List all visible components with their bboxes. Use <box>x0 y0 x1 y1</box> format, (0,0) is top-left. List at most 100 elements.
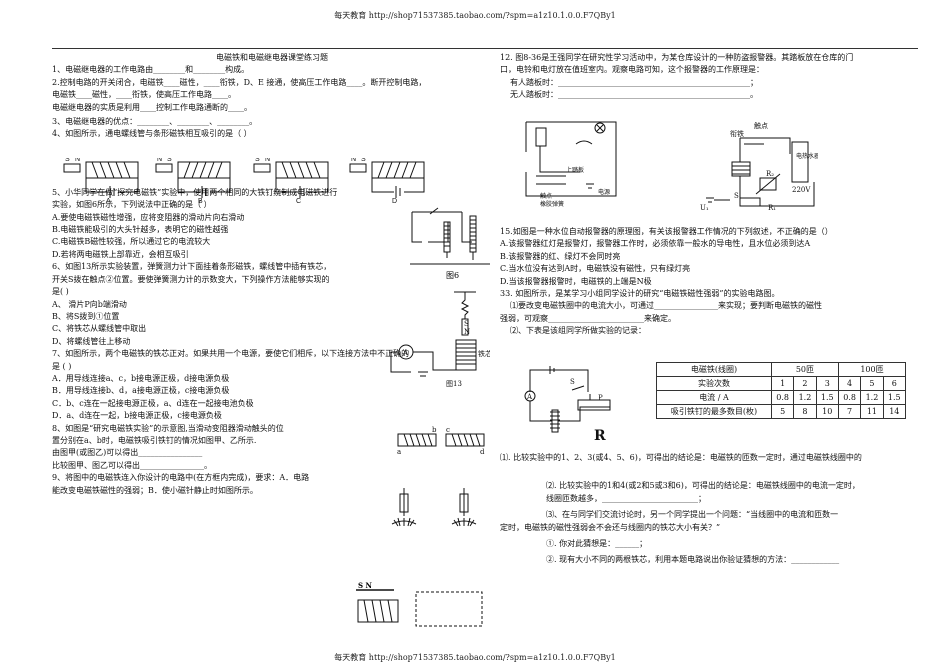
q7-b: B．用导线连接b、d，a接电源正极，c接电源负极 <box>52 386 230 396</box>
table-cell: 1.2 <box>860 390 884 405</box>
table-cell: 100匝 <box>837 362 907 377</box>
header-rule <box>52 48 918 49</box>
q12-line4: 无人踏板时：__________________________________… <box>510 90 758 100</box>
q33-s: S <box>570 378 575 386</box>
table-cell: 实验次数 <box>656 376 772 391</box>
svg-text:S: S <box>464 320 469 328</box>
q15-stem: 15.如图是一种水位自动报警器的原理图，有关该报警器工作情况的下列叙述，不正确的… <box>500 227 833 236</box>
table-cell: 6 <box>882 376 907 391</box>
q12-line3: 有人踏板时：__________________________________… <box>510 77 758 87</box>
table-cell: 3 <box>815 376 839 391</box>
table-cell: 14 <box>882 404 907 419</box>
svg-text:A: A <box>402 349 409 357</box>
q33-circuit-figure: A S P R <box>524 366 611 444</box>
table-cell: 5 <box>860 376 884 391</box>
table-cell: 1 <box>770 376 795 391</box>
left-column: 电磁铁和电磁继电器课堂练习题 1、电磁继电器的工作电路由________和___… <box>52 52 492 497</box>
relay-voltage: 220V <box>792 186 811 194</box>
q7-c: C．b、c连在一起接电源正极，a、d连在一起接电池负极 <box>52 398 254 408</box>
relay-s: S <box>734 192 739 200</box>
relay-armature: 衔铁 <box>730 129 744 138</box>
svg-text:S: S <box>361 158 366 163</box>
table-cell: 电磁铁(线圈) <box>656 362 772 377</box>
svg-text:S: S <box>65 158 70 163</box>
q15-a: A.该报警器红灯是报警灯，报警器工作时，必须依靠一般水的导电性，且水位必须到达A <box>500 239 811 249</box>
q8-line2: 置分别在a、b时，电磁铁吸引铁钉的情况如图甲、乙所示. <box>52 435 257 445</box>
svg-text:A: A <box>526 393 533 401</box>
table-cell: 吸引铁钉的最多数目(枚) <box>656 404 772 419</box>
q33-stem: 33. 如图所示，是某学习小组同学设计的研究“电磁铁磁性强弱”的实验电路图。 <box>500 289 780 299</box>
fig6-electromagnets: 图6 <box>410 207 490 280</box>
q33-guess: ①. 你对此猜想是：______； <box>546 539 648 549</box>
table-row: 吸引铁钉的最多数目(枚) 5 8 10 7 11 14 <box>656 404 907 419</box>
q7-line2: 是 ( ) <box>52 361 72 371</box>
q33-data-table: 电磁铁(线圈) 50匝 100匝 实验次数 1 2 3 4 5 6 电流 / A… <box>656 362 907 419</box>
q15-relay-figure: 触点 衔铁 电热水器 220V R₂ R₁ S U₁ <box>700 121 818 212</box>
table-cell: 5 <box>770 404 795 419</box>
q33-method: ②. 现有大小不同的两根铁芯，利用本题电路说出你验证猜想的方法：________… <box>546 555 840 565</box>
q8-line4: 比较图甲、图乙可以得出________________。 <box>52 460 212 470</box>
right-column-mid: 15.如图是一种水位自动报警器的原理图，有关该报警器工作情况的下列叙述，不正确的… <box>500 226 918 338</box>
q33-part1-line2: 强弱，可观察________________________来确定。 <box>500 313 676 323</box>
q33-part3-line1: ⑶、在与同学们交流讨论时，另一个同学提出一个问题：“当线圈中的电流和匝数一 <box>546 510 839 520</box>
q33-part3-line2: 定时，电磁铁的磁性强弱会不会还与线圈内的铁芯大小有关？” <box>500 522 721 532</box>
table-cell: 50匝 <box>770 362 839 377</box>
fig13-core-label: 铁芯 <box>478 349 490 358</box>
q8-line1: 8、如图是“研究电磁铁实验”的示意图,当滑动变阻器滑动触头的位 <box>52 423 284 433</box>
q33-r: R <box>594 428 606 444</box>
table-cell: 0.8 <box>770 390 795 405</box>
q6-line2: 开关S拨在触点②位置。要使弹簧测力计的示数变大，下列操作方法能够实现的 <box>52 274 330 284</box>
q5-a: A.要使电磁铁磁性增强，应将变阻器的滑动片向右滑动 <box>52 212 245 222</box>
table-row: 电磁铁(线圈) 50匝 100匝 <box>656 362 907 377</box>
table-row: 实验次数 1 2 3 4 5 6 <box>656 376 907 391</box>
table-cell: 7 <box>837 404 862 419</box>
pedal-label-upper: 上踏板 <box>566 166 584 174</box>
page-footer: 每天教育 http://shop71537385.taobao.com/?spm… <box>334 653 616 662</box>
relay-contact: 触点 <box>754 121 768 130</box>
q2-line3: 电磁继电器的实质是利用____控制工作电路通断的____。 <box>52 102 252 112</box>
q6-line1: 6、如图13所示实验装置，弹簧测力计下面挂着条形磁铁，螺线管中插有铁芯， <box>52 262 332 272</box>
svg-text:S: S <box>255 158 260 163</box>
table-cell: 11 <box>860 404 884 419</box>
svg-text:N: N <box>351 158 356 163</box>
table-cell: 1.2 <box>793 390 817 405</box>
q7-d: D．a、d连在一起，b接电源正极，c接电源负极 <box>52 411 222 421</box>
q5-d: D.若将两电磁铁上部靠近，会相互吸引 <box>52 249 189 259</box>
q4-label-c: C <box>296 198 301 204</box>
q4-label-d: D <box>392 198 397 204</box>
q2-line1: 2.控制电路的开关闭合，电磁铁____磁性，____衔铁，D、E 接通，使高压工… <box>52 77 427 87</box>
q15-d: D.当该报警器报警时，电磁铁的上端是N极 <box>500 276 652 286</box>
pedal-label-spring: 橡胶弹簧 <box>540 200 564 208</box>
q2-line2: 电磁铁____磁性，____衔铁，使高压工作电路____。 <box>52 90 236 100</box>
q9-magnet-figure: S N <box>356 581 483 627</box>
q33-blank-line <box>500 464 918 480</box>
svg-text:N: N <box>157 158 162 163</box>
table-cell: 电流 / A <box>656 390 772 405</box>
q8-electromagnet-experiment <box>391 488 477 527</box>
pedal-label-power: 电源 <box>598 188 610 196</box>
q33-part1-line1: ⑴要改变电磁铁圈中的电流大小，可通过________________来实现；要判… <box>510 301 822 311</box>
q6-c: C、将铁芯从螺线管中取出 <box>52 324 147 334</box>
relay-r2: R₂ <box>766 170 774 178</box>
page-header: 每天教育 http://shop71537385.taobao.com/?spm… <box>334 11 616 20</box>
svg-text:N: N <box>265 158 270 163</box>
q5-b: B.电磁铁能吸引的大头针越多，表明它的磁性越强 <box>52 225 229 235</box>
q5-line2: 实验，如图6所示，下列说法中正确的是（ ） <box>52 200 212 210</box>
q7-a: A．用导线连接a、c，b接电源正极，d接电源负极 <box>52 373 230 383</box>
q4-option-d <box>349 161 425 198</box>
q4-option-a <box>63 161 139 198</box>
svg-text:S: S <box>167 158 172 163</box>
q9-magnet-label: S N <box>358 581 372 590</box>
table-cell: 10 <box>815 404 839 419</box>
relay-r1: R₁ <box>768 204 776 212</box>
q9-line1: 9、将图中的电磁铁连入你设计的电路中(在方框内完成)，要求：A．电路 <box>52 473 310 483</box>
q33-p: P <box>598 394 603 402</box>
right-column: 12. 图8-36是王强同学在研究性学习活动中，为某仓库设计的一种防盗报警器。其… <box>500 52 918 102</box>
q33-conclusion1: ⑴. 比较实验中的1、2、3(或4、5、6)，可得出的结论是：电磁铁的匝数一定时… <box>500 453 862 462</box>
svg-text:b: b <box>432 426 437 434</box>
worksheet-title: 电磁铁和电磁继电器课堂练习题 <box>216 53 328 62</box>
svg-text:N: N <box>75 158 80 163</box>
fig13-spring-balance: S N A 铁芯 图13 <box>390 291 490 388</box>
q3: 3、电磁继电器的优点：________、________、________。 <box>52 117 258 127</box>
